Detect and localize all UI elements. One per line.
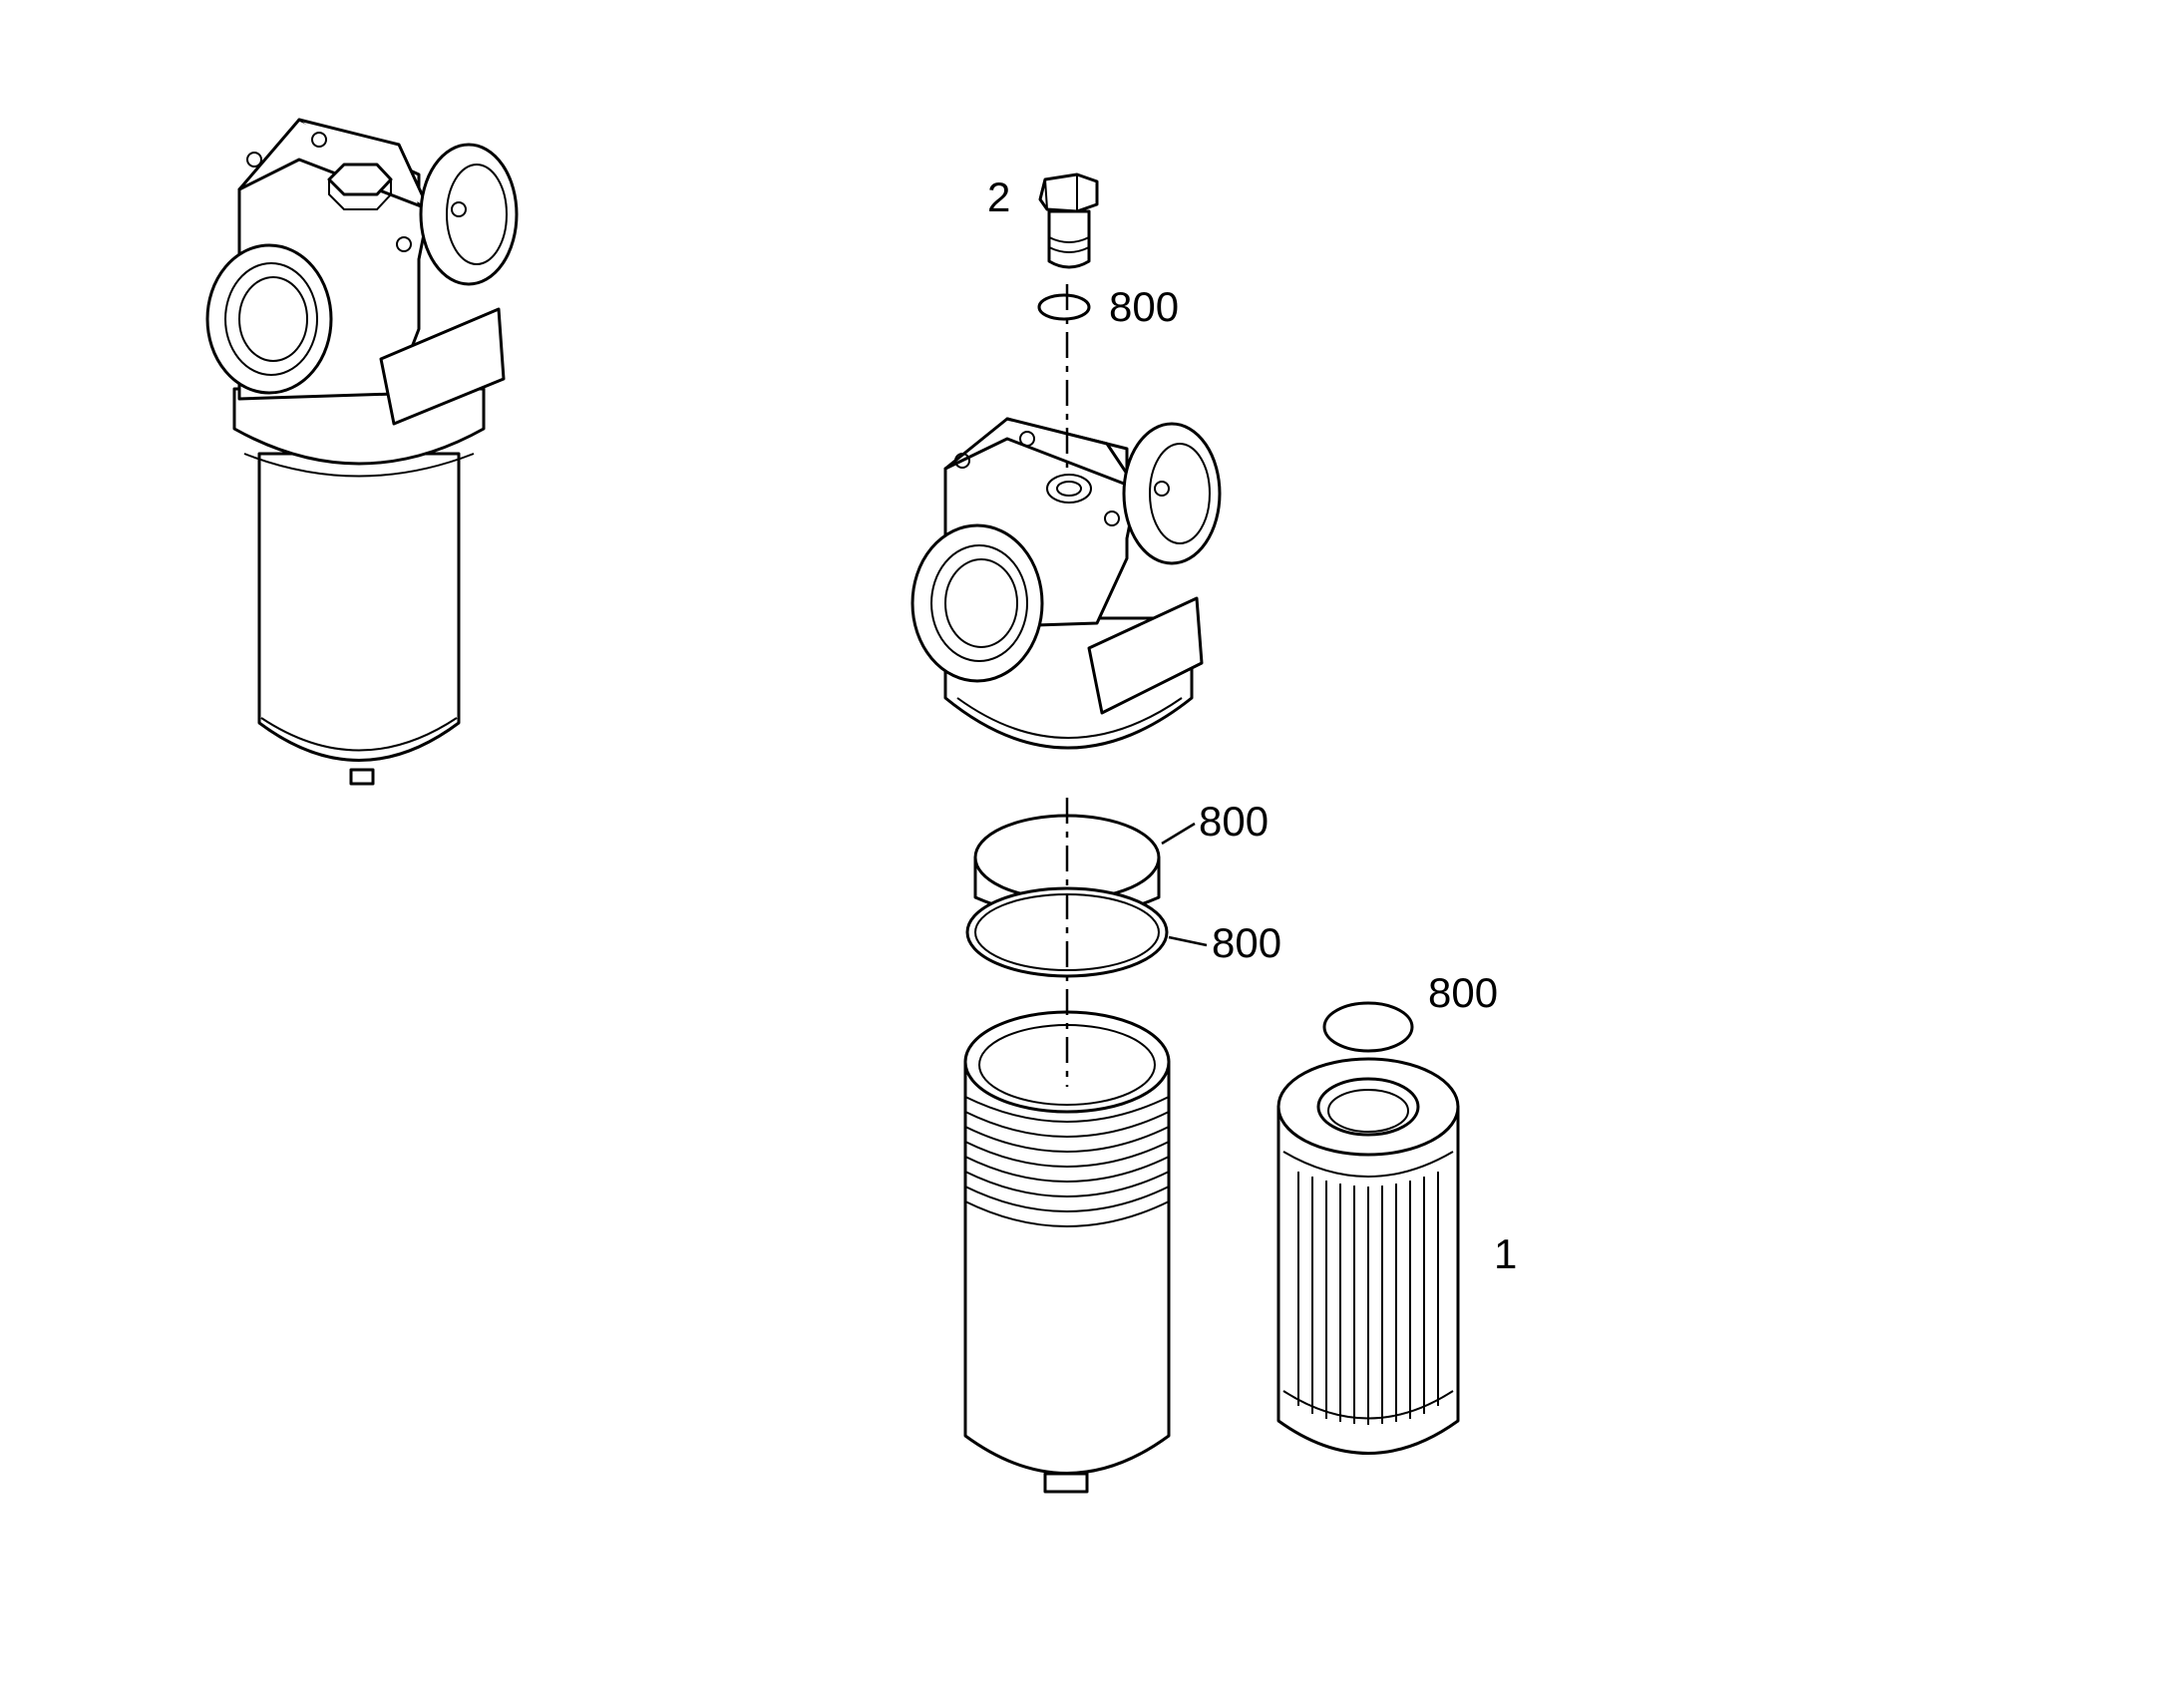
assembled-filter — [205, 118, 519, 786]
filter-head — [910, 417, 1222, 750]
callout-element: 1 — [1494, 1230, 1517, 1277]
callout-plug: 2 — [987, 173, 1010, 220]
callout-bowl-backup-ring: 800 — [1199, 798, 1269, 845]
filter-element — [1276, 1057, 1460, 1455]
callout-plug-oring: 800 — [1109, 283, 1179, 330]
element-oring — [1322, 1001, 1414, 1053]
callout-bowl-oring: 800 — [1212, 919, 1281, 966]
leader-bowl-backup-ring — [1161, 822, 1196, 846]
filter-bowl — [963, 1010, 1171, 1494]
callout-element-oring: 800 — [1428, 969, 1498, 1016]
plug-oring — [1037, 293, 1091, 321]
leader-bowl-oring — [1168, 935, 1208, 947]
plug-part — [1038, 172, 1099, 269]
